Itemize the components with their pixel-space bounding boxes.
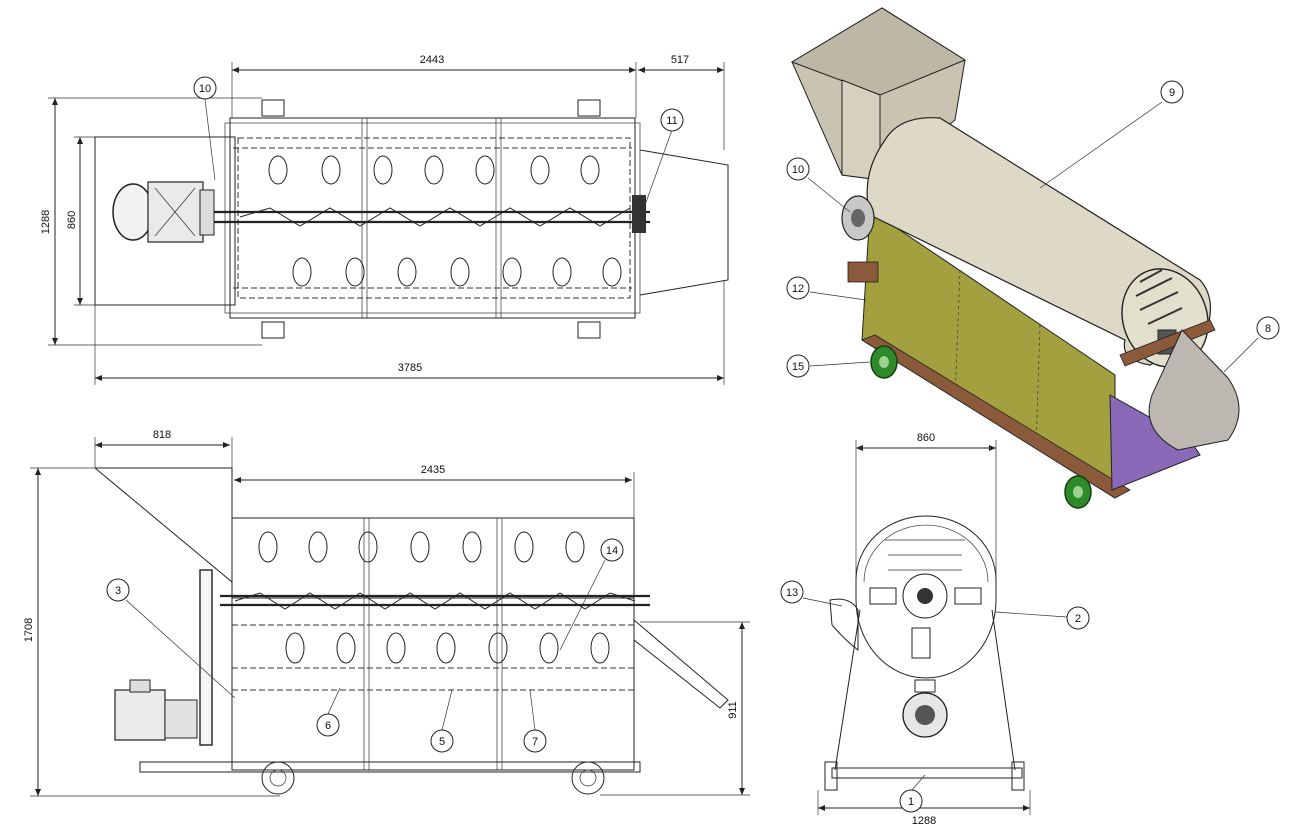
balloon-end-1: 1: [908, 796, 914, 808]
dim-top-width-inner: 860: [66, 211, 78, 229]
balloon-iso-8: 8: [1265, 323, 1271, 335]
balloon-side-14: 14: [606, 545, 618, 557]
dim-top-outlet: 517: [671, 54, 689, 66]
balloon-side-5: 5: [439, 736, 445, 748]
dim-end-base-width: 1288: [912, 815, 936, 827]
iso-view: 9 10 12 15 8: [786, 7, 1280, 509]
dim-end-drum-width: 860: [917, 432, 935, 444]
end-view: 860 1288 13 2 1: [780, 432, 1090, 827]
top-motor: [112, 181, 215, 243]
balloon-side-7: 7: [532, 736, 538, 748]
top-paddles-upper: [268, 155, 600, 185]
top-paddles-lower: [292, 257, 622, 287]
dim-side-height: 1708: [23, 618, 35, 642]
dim-side-outlet-height: 911: [727, 701, 739, 719]
side-view: 818 2435 1708 911 3 6 5 7 14: [23, 429, 750, 797]
balloon-end-2: 2: [1075, 613, 1081, 625]
dim-side-drum: 2435: [421, 464, 445, 476]
side-paddles-upper: [258, 531, 585, 563]
balloon-top-10: 10: [199, 83, 211, 95]
balloon-iso-12: 12: [792, 283, 804, 295]
balloon-end-13: 13: [786, 587, 798, 599]
dim-top-length-drum: 2443: [420, 54, 444, 66]
balloon-side-3: 3: [115, 585, 121, 597]
dim-top-total-length: 3785: [398, 362, 422, 374]
balloon-iso-10: 10: [792, 164, 804, 176]
balloon-side-6: 6: [325, 720, 331, 732]
side-motor: [114, 569, 213, 746]
dim-side-hopper: 818: [153, 429, 171, 441]
top-view: 2443 517 1288 860 3785 10 11: [40, 54, 729, 385]
balloon-iso-9: 9: [1169, 87, 1175, 99]
balloon-iso-15: 15: [792, 361, 804, 373]
balloon-top-11: 11: [666, 115, 677, 127]
iso-wheels: [870, 345, 1092, 509]
dim-top-width-outer: 1288: [40, 210, 52, 234]
side-paddles-lower: [285, 632, 610, 664]
